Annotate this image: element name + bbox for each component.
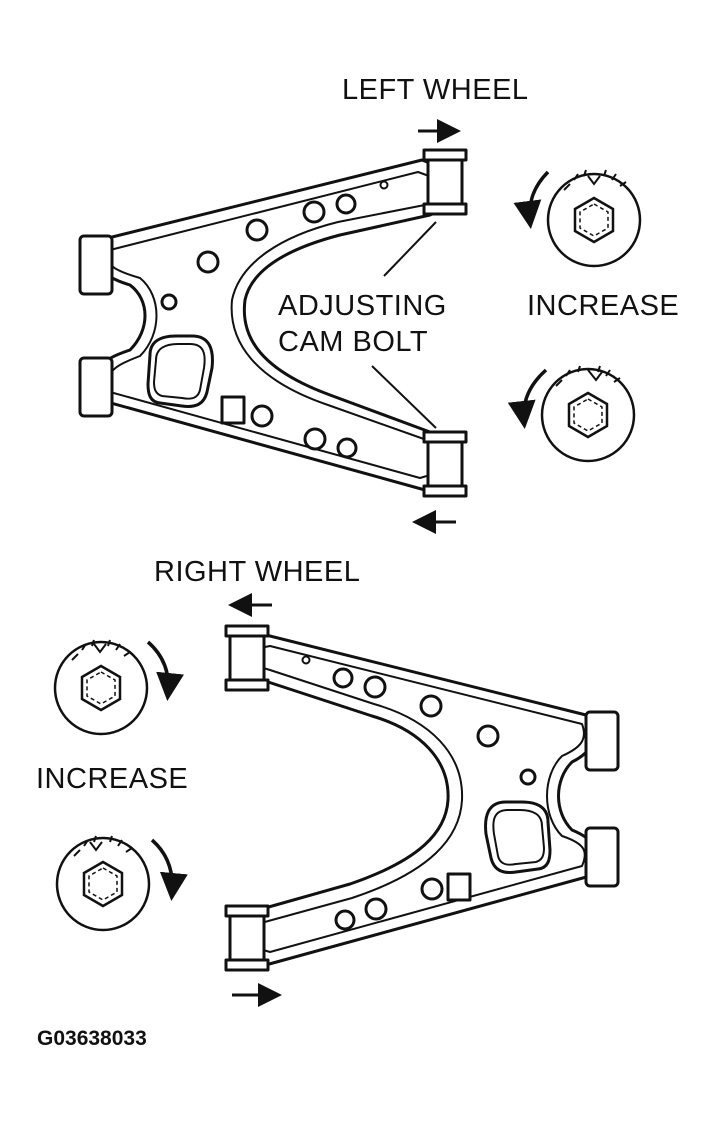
figure-code: G03638033 xyxy=(37,1027,147,1050)
right-wheel-control-arm xyxy=(224,624,620,972)
cam-bolt-icon xyxy=(53,639,149,736)
rotation-arrow-icon xyxy=(507,368,548,429)
left-wheel-control-arm xyxy=(78,148,468,498)
increase-label-top: INCREASE xyxy=(527,290,680,322)
left-wheel-label: LEFT WHEEL xyxy=(342,74,529,106)
rotation-arrow-icon xyxy=(150,838,188,901)
increase-label-bottom: INCREASE xyxy=(36,763,189,795)
cam-bolt-label: CAM BOLT xyxy=(278,326,429,358)
cam-bolt-icon xyxy=(540,365,636,463)
rotation-arrow-icon xyxy=(513,170,550,229)
cam-bolt-icon xyxy=(55,835,151,932)
adjusting-label: ADJUSTING xyxy=(278,290,447,322)
rotation-arrow-icon xyxy=(146,640,185,701)
right-wheel-label: RIGHT WHEEL xyxy=(154,556,361,588)
cam-bolt-icon xyxy=(546,169,642,268)
leader-line-top xyxy=(383,221,437,277)
leader-line-bottom xyxy=(371,365,437,429)
